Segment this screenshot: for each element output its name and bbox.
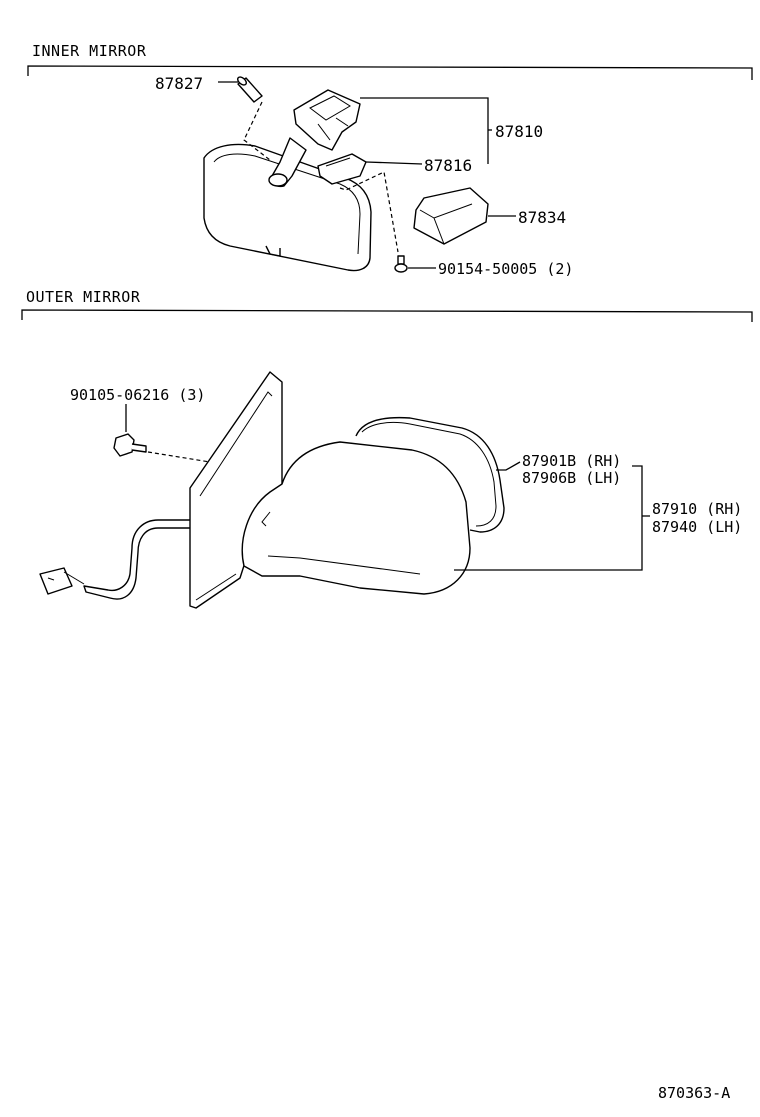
outer-mirror-base bbox=[189, 371, 283, 609]
wire-harness bbox=[39, 519, 197, 600]
leader-87816 bbox=[365, 161, 423, 165]
label-87901b: 87901B (RH) bbox=[522, 452, 621, 470]
leader-87901b bbox=[496, 461, 521, 471]
outer-mirror-housing bbox=[241, 441, 471, 595]
screw-dashed-line bbox=[339, 171, 399, 253]
label-90154-50005: 90154-50005 (2) bbox=[438, 260, 573, 278]
inner-mirror-heading: INNER MIRROR bbox=[32, 42, 147, 60]
bracket-87810-leader bbox=[360, 97, 489, 164]
figure-code: 870363-A bbox=[658, 1084, 730, 1102]
label-87906b: 87906B (LH) bbox=[522, 469, 621, 487]
assembly-87910-bracket bbox=[454, 465, 643, 571]
pin-87827 bbox=[237, 76, 263, 103]
label-87910: 87910 (RH) bbox=[652, 500, 742, 518]
outer-mirror-heading: OUTER MIRROR bbox=[26, 288, 141, 306]
screw-90154 bbox=[394, 255, 408, 273]
bolt-90105 bbox=[113, 433, 147, 457]
pin-dashed-line bbox=[243, 101, 271, 161]
label-90105-06216: 90105-06216 (3) bbox=[70, 386, 205, 404]
inner-mirror-stay bbox=[268, 137, 307, 188]
outer-section-bracket bbox=[21, 309, 753, 322]
inner-section-bracket bbox=[27, 65, 753, 80]
label-87816: 87816 bbox=[424, 156, 472, 175]
pad-87816 bbox=[317, 153, 367, 185]
cover-87834 bbox=[413, 187, 489, 245]
bracket-87810 bbox=[293, 89, 361, 151]
label-87810: 87810 bbox=[495, 122, 543, 141]
label-87834: 87834 bbox=[518, 208, 566, 227]
label-87827: 87827 bbox=[155, 74, 203, 93]
bolt-dashed-line bbox=[147, 451, 211, 463]
label-87940: 87940 (LH) bbox=[652, 518, 742, 536]
